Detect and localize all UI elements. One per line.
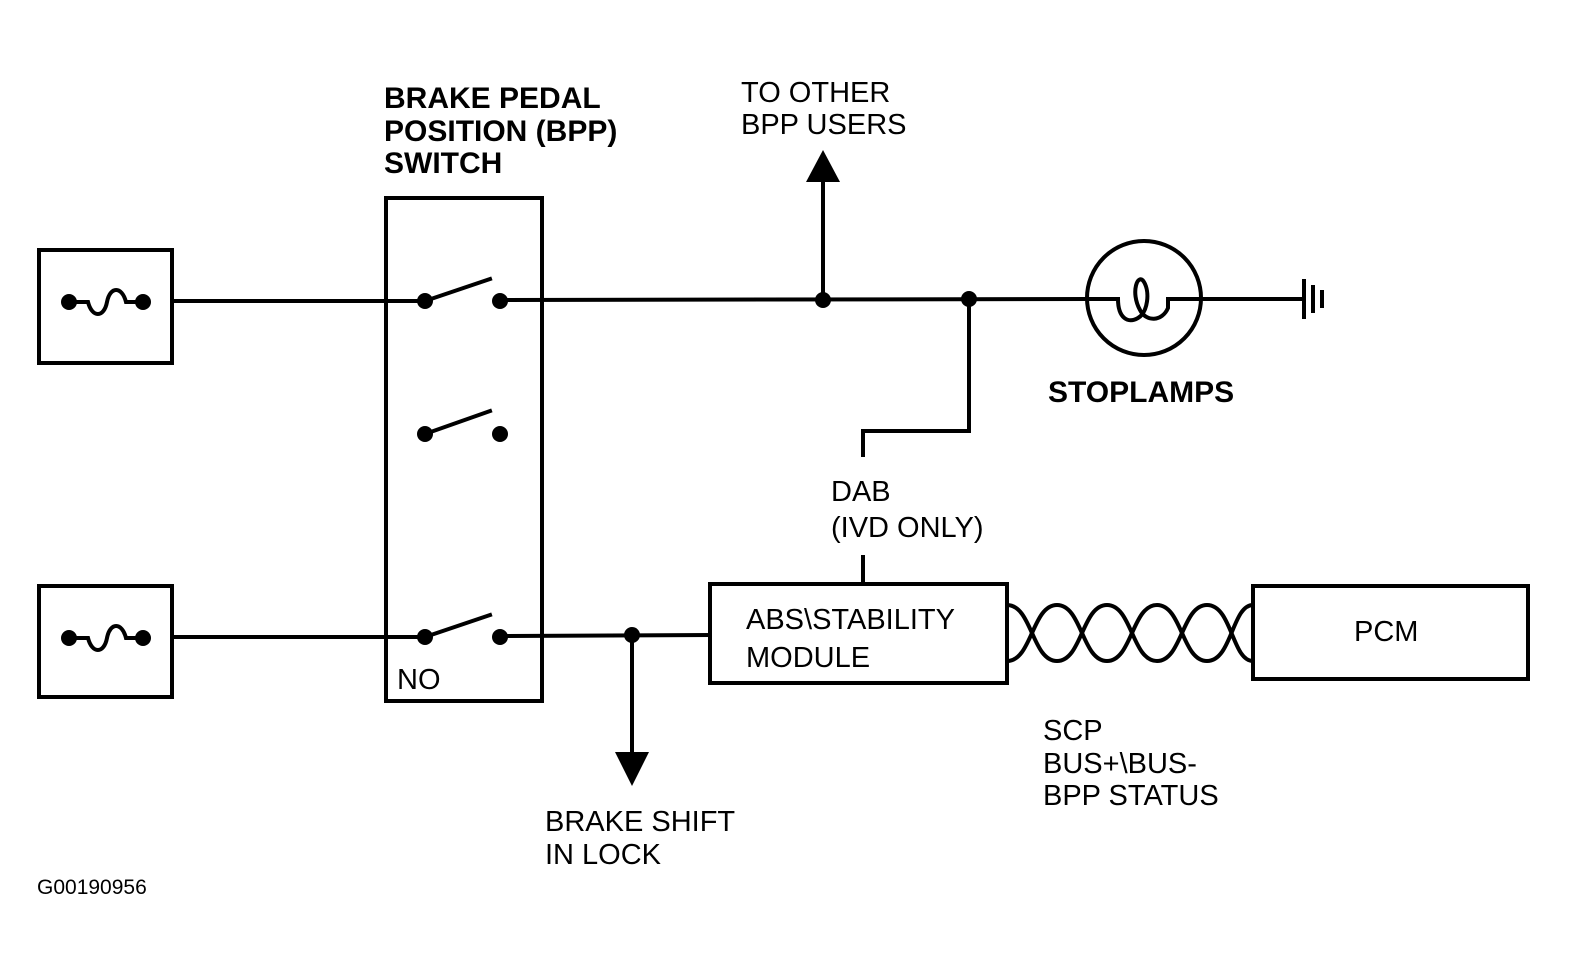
switch-contact-middle [417,408,508,442]
wire-switch-to-module [497,632,713,639]
bpp-switch-box [384,196,544,703]
pcm-module [1251,584,1530,681]
scp-label-line1: SCP [1043,715,1103,747]
dab-label-line1: DAB [831,476,891,508]
fuse-top [37,248,174,365]
scp-label-line2: BUS+\BUS- [1043,748,1197,780]
abs-module-label-line2: MODULE [746,642,870,674]
stoplamps-label: STOPLAMPS [1048,376,1234,409]
ground-icon [1302,279,1324,319]
abs-module-label-line1: ABS\STABILITY [746,604,955,636]
bpp-switch-label-line1: BRAKE PEDAL [384,82,601,115]
switch-contact-top [417,276,508,309]
scp-label-line3: BPP STATUS [1043,780,1219,812]
other-users-label-line2: BPP USERS [741,109,906,141]
no-label: NO [397,664,441,696]
wire-switch-to-stoplamps [497,296,1091,303]
fuse-bottom [37,584,174,699]
other-users-label-line1: TO OTHER [741,77,890,109]
figure-id-label: G00190956 [37,876,147,899]
brake-shift-label-line2: IN LOCK [545,839,662,871]
stoplamp-bulb [1085,239,1203,357]
pcm-label: PCM [1354,616,1418,648]
bpp-switch-label-line3: SWITCH [384,147,502,180]
abs-stability-module [708,582,1009,685]
bpp-switch-label-line2: POSITION (BPP) [384,115,617,148]
dab-label-line2: (IVD ONLY) [831,512,984,544]
switch-contact-bottom [417,612,508,645]
scp-twisted-pair [1004,602,1256,664]
arrow-to-other-users [806,150,840,302]
arrow-to-brake-shift [615,633,649,786]
brake-shift-label-line1: BRAKE SHIFT [545,806,735,838]
wire-dab-branch [861,297,971,457]
